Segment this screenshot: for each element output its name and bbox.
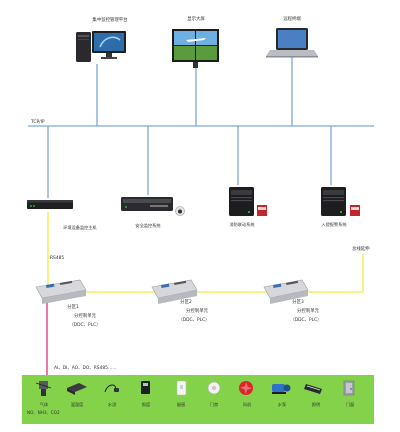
temp-humidity-icon (67, 383, 87, 395)
field-device-lighting: 照明 (304, 384, 322, 408)
device-label: 照明 (312, 402, 320, 408)
smoke-detector-icon (176, 380, 187, 396)
tcpip-label: TCP/IP (30, 119, 45, 125)
lux-meter-icon (141, 381, 150, 394)
server2-label: 入侵报警系统 (321, 221, 346, 228)
field-device-pump: 水泵 (272, 384, 291, 407)
bus-extension-label: 总线延伸 (352, 245, 370, 252)
controller-1-sub: （DDC、PLC） (69, 322, 100, 328)
field-devices-bar (22, 375, 374, 424)
video-wall-icon (172, 29, 219, 68)
device-label: 烟感 (177, 401, 185, 408)
field-device-smoke: 烟感 (176, 380, 187, 408)
lighting-icon (304, 384, 322, 394)
controller-2-name: 分控制单元 (186, 307, 209, 314)
laptop-icon (266, 28, 318, 58)
field-device-lux: 照度 (141, 381, 151, 408)
device-label: 照度 (142, 401, 151, 408)
io-label: AI、DI、AO、DO、RS485…… (54, 365, 117, 371)
gas-types-label: NO、NH3、CO2 (27, 410, 60, 415)
device-label: 水泵 (278, 401, 286, 407)
device-label: 风机 (243, 401, 252, 408)
field-device-access: 门禁 (207, 381, 221, 408)
field-device-fan: 风机 (239, 381, 253, 408)
controller-2-sub: （DDC、PLC） (178, 317, 209, 323)
field-device-water-leak: 水浸 (104, 384, 119, 408)
env-host-label: 环境设备监控主机 (63, 224, 97, 231)
field-device-temp-humidity: 温湿度 (67, 383, 87, 408)
network-lines (28, 56, 374, 198)
security-nvr-icon (121, 197, 173, 211)
server1-label: 消防联动系统 (229, 221, 254, 228)
server-tower-icon (321, 187, 360, 216)
controller-zone-1 (35, 279, 87, 304)
controller-3-sub: （DDC、PLC） (290, 317, 321, 323)
controller-2-zone: 分区2 (180, 298, 192, 305)
rs485-label: RS485 (50, 255, 64, 261)
device-label: 温湿度 (71, 401, 84, 408)
gas-sensor-icon (35, 381, 52, 396)
dome-camera-icon (175, 206, 185, 216)
pump-icon (272, 384, 291, 394)
controller-3-name: 分控制单元 (297, 307, 320, 314)
remote-terminal-label: 远程终端 (283, 15, 301, 22)
device-label: 门禁 (210, 401, 218, 408)
controller-1-name: 分控制单元 (74, 312, 97, 319)
fan-icon (239, 381, 253, 395)
device-label: 气体 (40, 401, 49, 408)
controller-1-zone: 分区1 (67, 303, 79, 310)
access-control-icon (207, 381, 221, 395)
monitor-platform-workstation-icon (76, 31, 126, 62)
video-wall-label: 显示大屏 (187, 15, 205, 22)
field-device-gas: 气体 (35, 381, 52, 408)
device-label: 水浸 (108, 401, 116, 408)
monitor-platform-label: 集中监控管理平台 (92, 16, 128, 23)
device-label: 门窗 (346, 401, 354, 408)
controller-zone-3 (263, 279, 309, 304)
water-leak-icon (104, 384, 119, 393)
door-icon (343, 380, 355, 396)
controller-3-zone: 分区3 (292, 298, 304, 305)
env-monitor-host-icon (27, 200, 73, 209)
rs485-bus (47, 212, 364, 293)
field-device-door: 门窗 (343, 380, 355, 408)
controller-zone-2 (151, 279, 198, 304)
security-host-label: 安全监控系统 (135, 222, 160, 229)
server-tower-icon (229, 187, 267, 216)
